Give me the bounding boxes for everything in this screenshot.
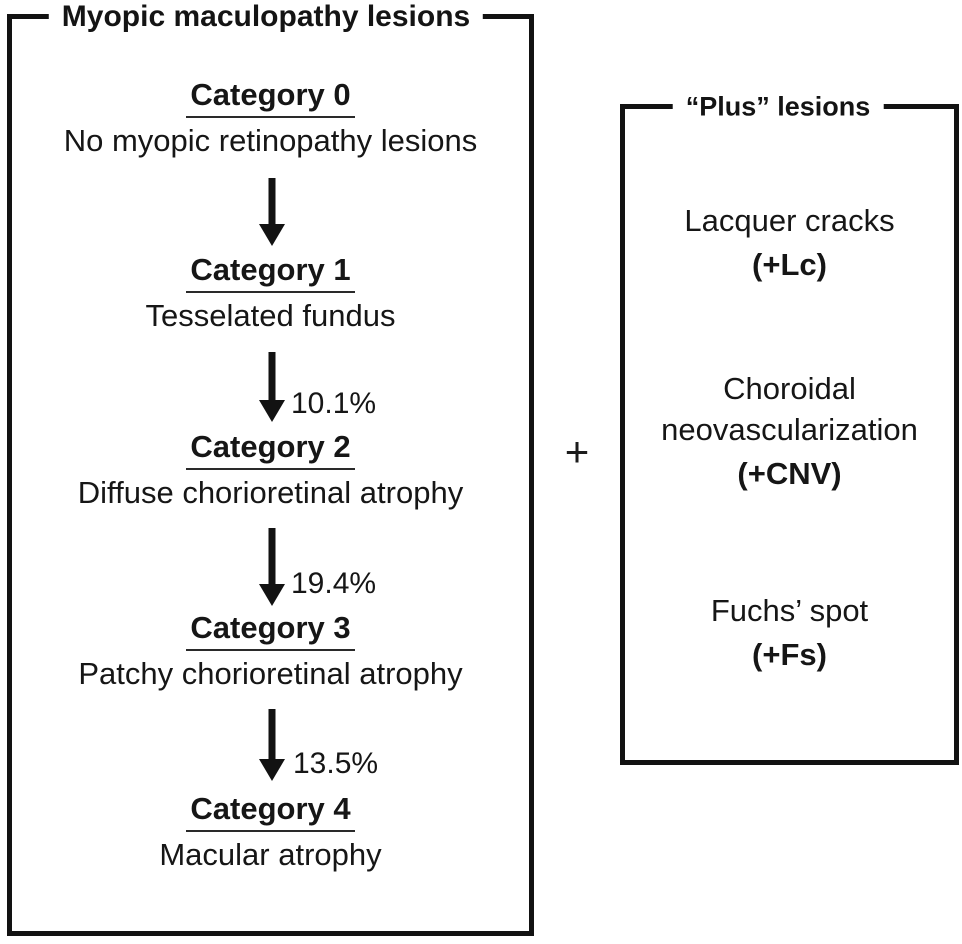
category-name: Category 1 bbox=[186, 251, 355, 293]
category-description: Patchy chorioretinal atrophy bbox=[78, 656, 463, 691]
arrow-down-icon bbox=[259, 178, 285, 246]
plus-lesion-item: Lacquer cracks (+Lc) bbox=[620, 200, 959, 285]
progression-arrow-0 bbox=[259, 178, 285, 246]
lesion-abbreviation: (+Fs) bbox=[752, 637, 827, 672]
progression-arrow-1 bbox=[259, 352, 285, 422]
arrow-down-icon bbox=[259, 709, 285, 781]
category-description: Tesselated fundus bbox=[145, 298, 396, 333]
lesion-name: Lacquer cracks bbox=[684, 203, 895, 238]
category-block-4: Category 4 Macular atrophy bbox=[7, 790, 534, 876]
progression-arrow-2 bbox=[259, 528, 285, 606]
lesion-abbreviation: (+CNV) bbox=[737, 456, 842, 491]
progression-arrow-3 bbox=[259, 709, 285, 781]
category-description: No myopic retinopathy lesions bbox=[63, 123, 478, 158]
plus-lesions-box bbox=[620, 104, 959, 765]
category-name: Category 2 bbox=[186, 428, 355, 470]
category-block-0: Category 0 No myopic retinopathy lesions bbox=[7, 76, 534, 162]
category-description: Macular atrophy bbox=[159, 837, 382, 872]
category-description: Diffuse chorioretinal atrophy bbox=[77, 475, 464, 510]
category-name: Category 4 bbox=[186, 790, 355, 832]
myopic-box-title: Myopic maculopathy lesions bbox=[48, 0, 484, 34]
arrow-down-icon bbox=[259, 528, 285, 606]
lesion-name: Fuchs’ spot bbox=[710, 593, 869, 628]
plus-box-title: “Plus” lesions bbox=[672, 91, 884, 123]
category-name: Category 0 bbox=[186, 76, 355, 118]
progression-rate-label: 19.4% bbox=[291, 567, 377, 600]
category-block-2: Category 2 Diffuse chorioretinal atrophy bbox=[7, 428, 534, 514]
category-name: Category 3 bbox=[186, 609, 355, 651]
lesion-abbreviation: (+Lc) bbox=[752, 247, 827, 282]
plus-lesion-item: Choroidal neovascularization (+CNV) bbox=[620, 368, 959, 494]
category-block-3: Category 3 Patchy chorioretinal atrophy bbox=[7, 609, 534, 695]
arrow-down-icon bbox=[259, 352, 285, 422]
plus-sign: + bbox=[564, 428, 590, 475]
category-block-1: Category 1 Tesselated fundus bbox=[7, 251, 534, 337]
lesion-name: Choroidal neovascularization bbox=[661, 371, 918, 447]
myopic-maculopathy-box bbox=[7, 14, 534, 936]
plus-lesion-item: Fuchs’ spot (+Fs) bbox=[620, 590, 959, 675]
progression-rate-label: 13.5% bbox=[293, 747, 379, 780]
progression-rate-label: 10.1% bbox=[291, 387, 377, 420]
